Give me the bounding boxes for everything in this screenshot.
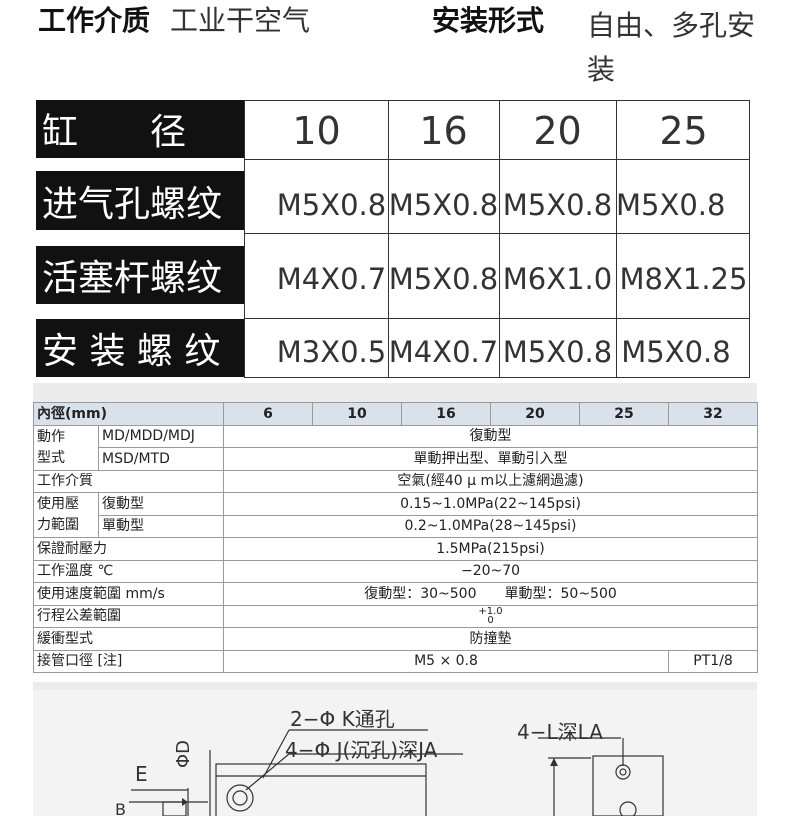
temp-label: 工作溫度 ℃ (32, 559, 225, 583)
medium-value: 工业干空气 (170, 4, 311, 37)
label-j-counterbore: 4−Φ J(沉孔)深JA (285, 738, 438, 762)
cylinder-drawing-svg (129, 729, 664, 816)
mount-10: M3X0.5 (276, 335, 387, 369)
spec-row-single: 單動型 0.2~1.0MPa(28~145psi) (34, 514, 759, 538)
label-d: ΦD (173, 739, 194, 768)
port-value-main: M5 × 0.8 (223, 649, 670, 673)
row-label-inlet-thread: 进气孔螺纹 (36, 171, 244, 230)
mount-hole-inner (232, 790, 248, 806)
spec-table: 內徑(mm) 6 10 16 20 25 32 動作 型式 MD/MDD/MDJ… (32, 402, 759, 673)
medium-label: 工作介质 (38, 4, 151, 37)
md-label: MD/MDD/MDJ (97, 424, 225, 448)
single-label: 單動型 (97, 514, 225, 538)
speed-label: 使用速度範圍 mm/s (32, 582, 225, 606)
proof-label: 保證耐壓力 (32, 537, 225, 561)
spec-top-band (33, 383, 757, 402)
cushion-value: 防撞墊 (223, 627, 759, 651)
md-value: 復動型 (223, 424, 759, 448)
spec-bore-25: 25 (579, 402, 670, 426)
inlet-20: M5X0.8 (502, 188, 613, 222)
speed-value: 復動型：30~500 單動型：50~500 (223, 582, 759, 606)
cylinder-body (215, 763, 427, 816)
inlet-10: M5X0.8 (276, 188, 387, 222)
spec-bore-6: 6 (223, 402, 314, 426)
inlet-25: M5X0.8 (616, 188, 726, 222)
bore-header: 內徑(mm) (32, 402, 225, 426)
rod-20: M6X1.0 (502, 262, 613, 296)
port-value-32: PT1/8 (668, 649, 759, 673)
spec-bore-10: 10 (312, 402, 403, 426)
bore-20: 20 (533, 109, 582, 153)
spec-row-speed: 使用速度範圍 mm/s 復動型：30~500 單動型：50~500 (32, 582, 759, 606)
pressure-label: 使用壓 力範圍 (33, 492, 99, 538)
mount-16: M4X0.7 (388, 335, 499, 369)
mount-20: M5X0.8 (502, 335, 613, 369)
spec-header-row: 內徑(mm) 6 10 16 20 25 32 (32, 402, 759, 426)
mount-25: M5X0.8 (621, 335, 731, 369)
msd-value: 單動押出型、單動引入型 (223, 447, 759, 471)
port-label: 接管口徑 [注] (32, 649, 225, 673)
spec-row-temp: 工作溫度 ℃ −20~70 (32, 559, 759, 583)
stroke-plus: +1.0 (478, 606, 503, 618)
stroke-zero: 0 (487, 615, 494, 627)
end-view-body (592, 755, 664, 816)
action-type-label: 動作 型式 (33, 424, 99, 471)
thread-spec-table: 缸 径 进气孔螺纹 活塞杆螺纹 安 装 螺 纹 10 16 20 25 M5X0… (36, 100, 750, 378)
mount-label: 安装形式 (432, 4, 545, 37)
mount-hole-outer (226, 784, 254, 812)
bore-16: 16 (419, 109, 468, 153)
rod-16: M5X0.8 (388, 262, 499, 296)
rod-10: M4X0.7 (276, 262, 387, 296)
spec-row-medium: 工作介質 空氣(經40 μ m以上濾網過濾) (32, 469, 759, 493)
spec-row-proof: 保證耐壓力 1.5MPa(215psi) (32, 537, 759, 561)
spec-row-cushion: 緩衝型式 防撞墊 (32, 627, 759, 651)
dimension-drawing: 2−Φ K通孔 4−Φ J(沉孔)深JA 4−L深LA E ΦD B (33, 690, 757, 819)
cushion-label: 緩衝型式 (32, 627, 225, 651)
medium-spec-value: 空氣(經40 μ m以上濾網過濾) (223, 469, 759, 493)
bore-10: 10 (292, 109, 341, 153)
bore-25: 25 (659, 109, 708, 153)
thread-grid: 10 16 20 25 M5X0.8 M5X0.8 M5X0.8 M5X0.8 … (244, 100, 750, 378)
spec-row-stroke: 行程公差範圍 +1.0 0 (32, 604, 759, 628)
row-label-bore: 缸 径 (36, 100, 244, 158)
temp-value: −20~70 (223, 559, 759, 583)
spec-row-msd: MSD/MTD 單動押出型、單動引入型 (34, 447, 759, 471)
medium-spec-label: 工作介質 (32, 469, 225, 493)
label-e: E (135, 762, 148, 786)
spec-row-double: 使用壓 力範圍 復動型 0.15~1.0MPa(22~145psi) (33, 492, 759, 538)
proof-value: 1.5MPa(215psi) (223, 537, 759, 561)
inlet-16: M5X0.8 (388, 188, 499, 222)
spec-row-md: 動作 型式 MD/MDD/MDJ 復動型 (33, 424, 759, 471)
label-l-depth: 4−L深LA (517, 720, 603, 744)
stroke-value: +1.0 0 (223, 604, 759, 628)
double-value: 0.15~1.0MPa(22~145psi) (223, 492, 759, 516)
spec-bore-32: 32 (668, 402, 759, 426)
label-b: B (115, 800, 126, 819)
spec-row-port: 接管口徑 [注] M5 × 0.8 PT1/8 (32, 649, 759, 673)
mount-header: 安装形式 自由、多孔安装 (432, 4, 755, 86)
label-k-hole: 2−Φ K通孔 (290, 707, 395, 731)
spec-bore-16: 16 (401, 402, 492, 426)
stroke-label: 行程公差範圍 (32, 604, 225, 628)
medium-header: 工作介质工业干空气 (38, 4, 310, 38)
row-label-mount-thread: 安 装 螺 纹 (36, 319, 244, 377)
spec-bore-20: 20 (490, 402, 581, 426)
msd-label: MSD/MTD (97, 447, 225, 471)
spec-bottom-band (33, 682, 757, 690)
rod-25: M8X1.25 (619, 262, 748, 296)
double-label: 復動型 (97, 492, 225, 516)
single-value: 0.2~1.0MPa(28~145psi) (223, 514, 759, 538)
mount-value: 自由、多孔安装 (587, 9, 756, 86)
row-label-rod-thread: 活塞杆螺纹 (36, 246, 244, 304)
